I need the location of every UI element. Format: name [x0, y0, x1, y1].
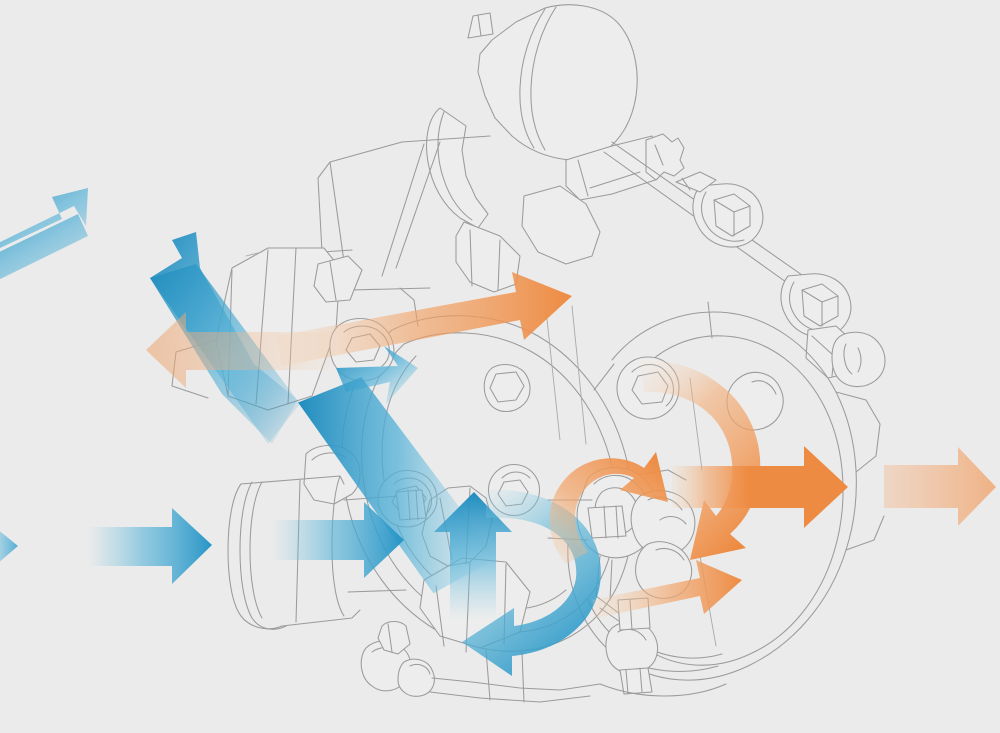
arrow-orange-upper-right — [276, 272, 572, 366]
arrow-orange-left-fade — [146, 312, 330, 388]
vacuum-actuator-part — [425, 4, 685, 293]
arrow-blue-through-inlet — [272, 502, 404, 578]
arrow-orange-right-edge — [884, 447, 996, 526]
arrow-blue-left-edge-tip — [0, 531, 18, 562]
arrow-orange-outlet-main — [672, 446, 848, 528]
arrow-orange-curved-down — [640, 359, 761, 560]
arrow-blue-up-compressor — [434, 492, 512, 620]
arrow-orange-turbine-lower — [592, 560, 742, 618]
arrow-orange-turbine-swirl — [549, 452, 668, 564]
actuator-linkage-part — [603, 141, 886, 388]
arrow-blue-into-compressor — [298, 346, 498, 594]
arrow-blue-inlet-main — [88, 508, 212, 584]
arrow-blue-top-left-clipped — [0, 188, 88, 280]
construction-lines — [245, 251, 717, 647]
